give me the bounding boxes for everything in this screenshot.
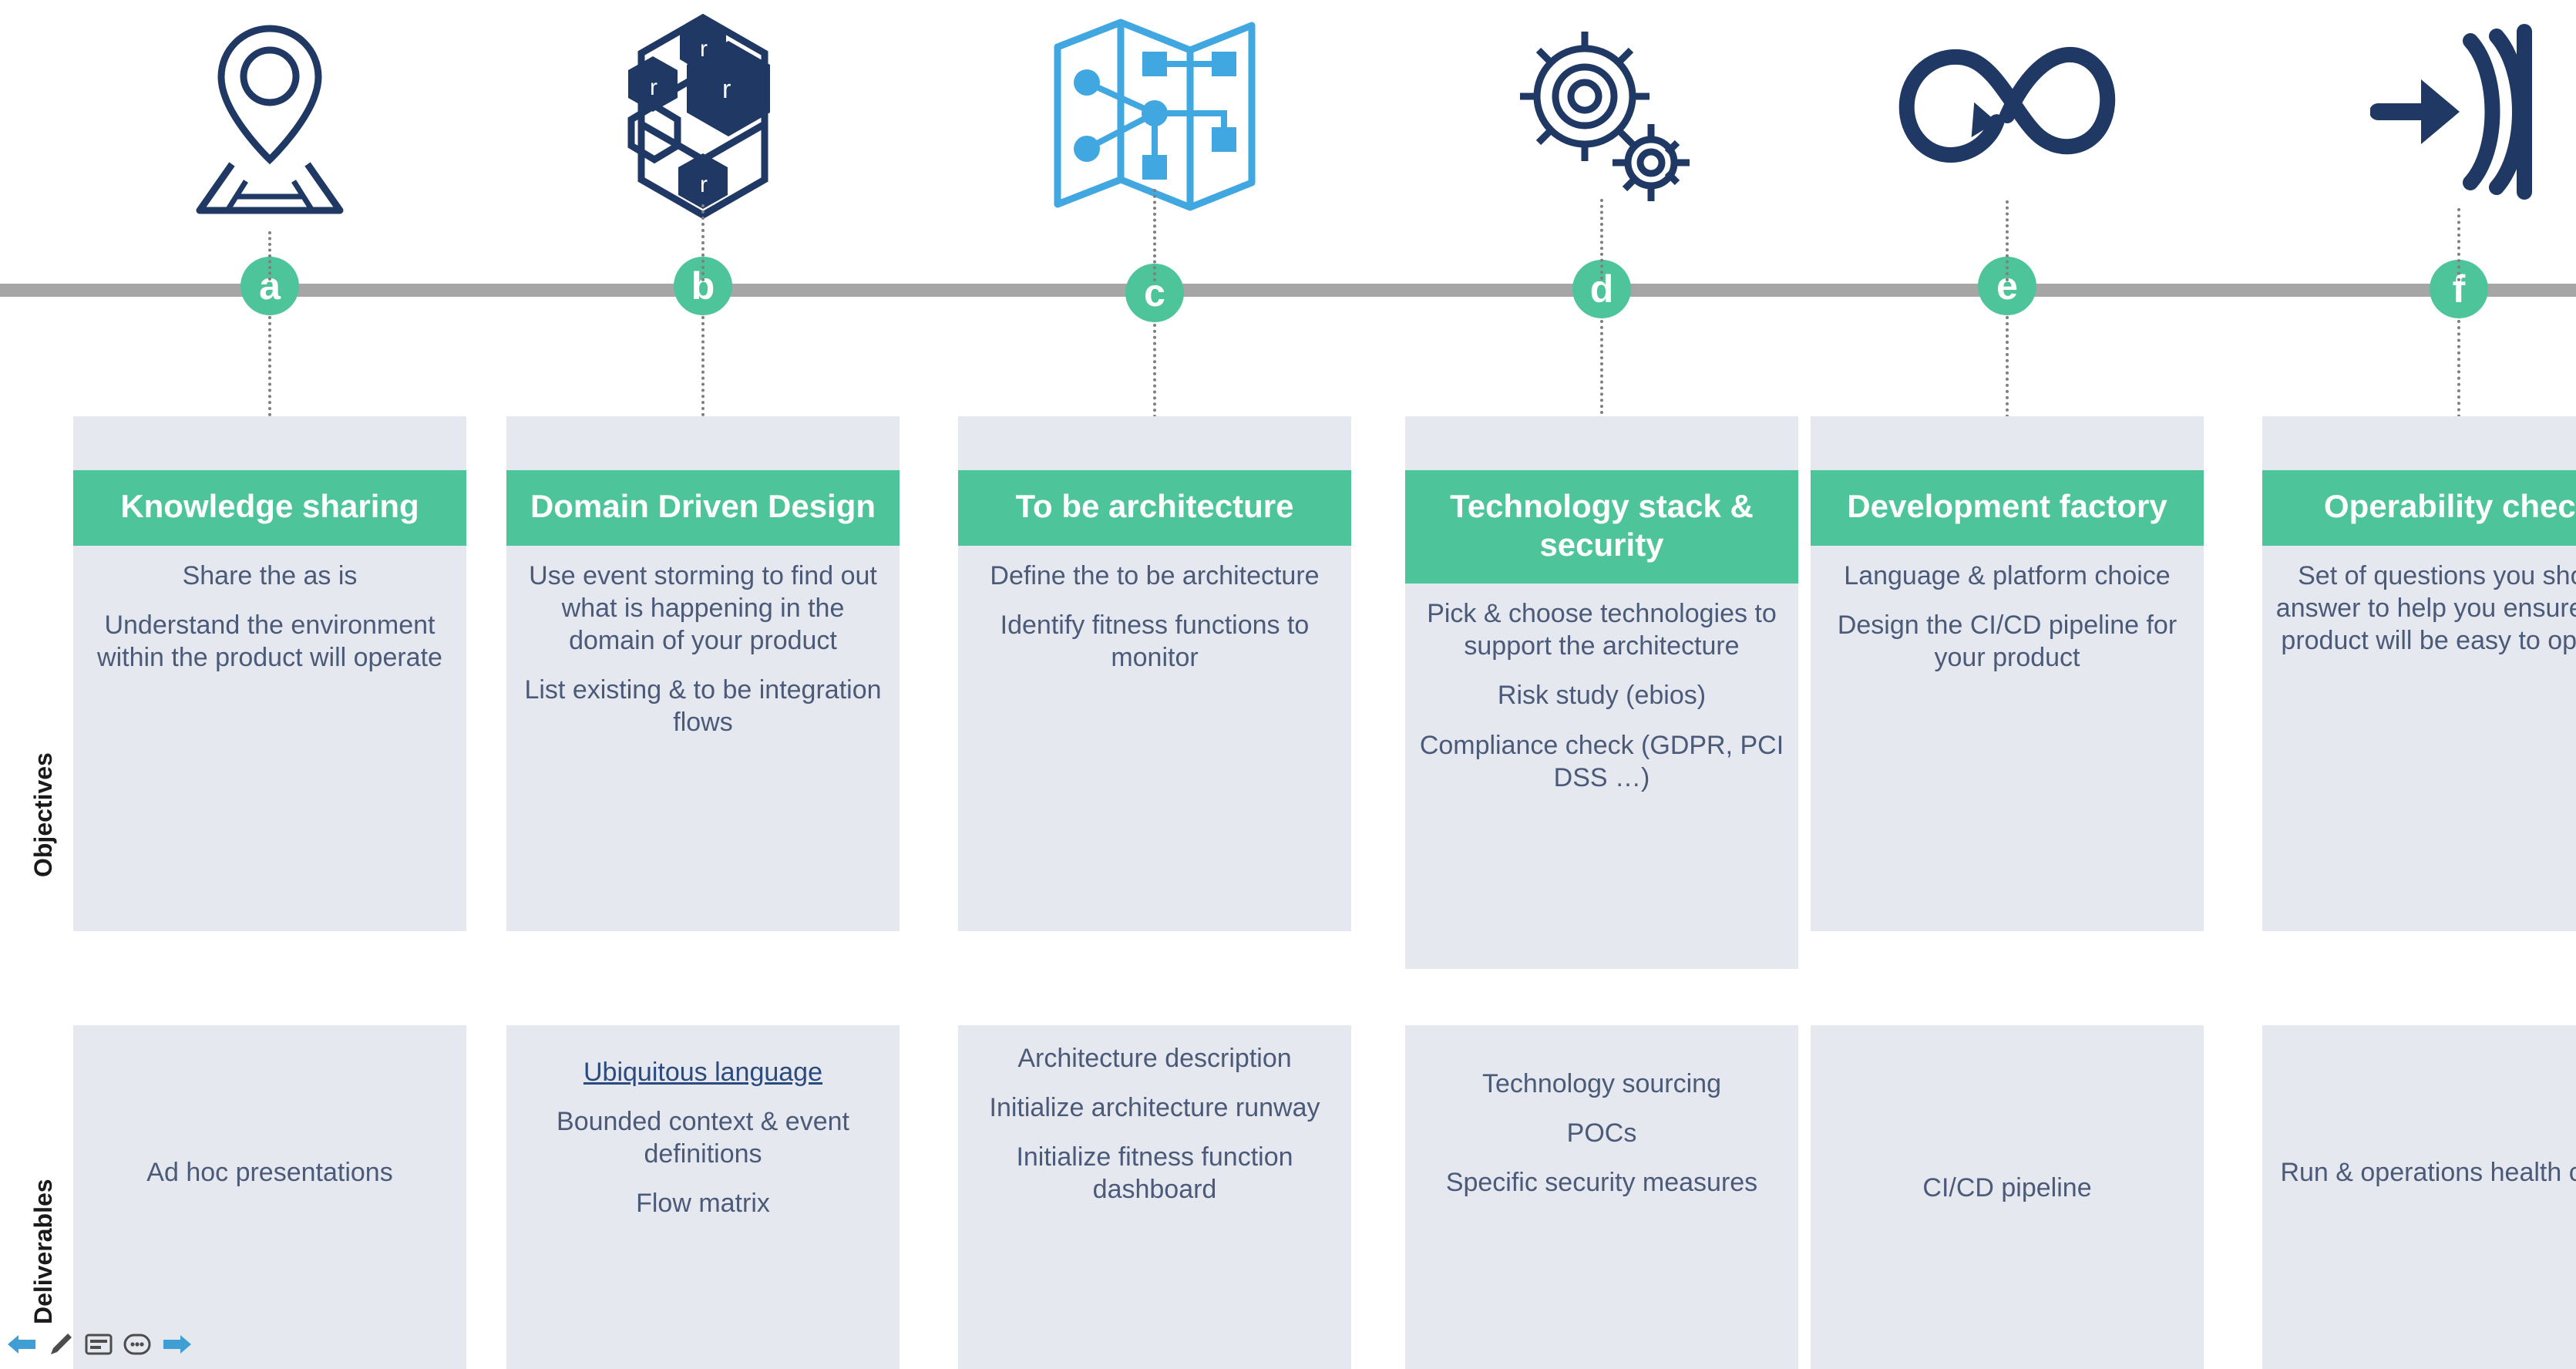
column-a-head-spacer bbox=[73, 416, 466, 470]
objective-item: Identify fitness functions to monitor bbox=[1000, 610, 1310, 672]
connector-a-bottom bbox=[268, 316, 271, 416]
column-a-title: Knowledge sharing bbox=[73, 470, 466, 546]
column-d: Technology stack & security Pick & choos… bbox=[1405, 416, 1798, 970]
column-f-title: Operability check bbox=[2262, 470, 2576, 546]
deliverable-item: Ad hoc presentations bbox=[146, 1158, 393, 1187]
column-d-deliverables: Technology sourcing POCs Specific securi… bbox=[1405, 1025, 1798, 1369]
objective-item: Risk study (ebios) bbox=[1497, 681, 1707, 711]
column-f-head-spacer bbox=[2262, 416, 2576, 470]
column-c-objectives: Define the to be architecture Identify f… bbox=[958, 545, 1351, 931]
column-c-title: To be architecture bbox=[958, 470, 1351, 546]
previous-arrow-icon[interactable] bbox=[6, 1331, 37, 1361]
column-f-deliverables-panel: Run & operations health check bbox=[2262, 1025, 2576, 1369]
column-b-deliverables: Ubiquitous language Bounded context & ev… bbox=[506, 1025, 900, 1369]
objective-item: Pick & choose technologies to support th… bbox=[1427, 599, 1777, 661]
column-d-title: Technology stack & security bbox=[1405, 470, 1798, 584]
infinity-devops-loop-icon bbox=[1892, 8, 2123, 224]
objective-item: Define the to be architecture bbox=[990, 560, 1320, 590]
svg-text:r: r bbox=[700, 36, 708, 62]
next-arrow-icon[interactable] bbox=[162, 1331, 193, 1361]
column-c-deliverables-panel: Architecture description Initialize arch… bbox=[958, 1025, 1351, 1369]
hexagon-network-nodes-icon: r r r r bbox=[587, 8, 819, 224]
column-a-objectives: Share the as is Understand the environme… bbox=[73, 545, 466, 931]
connector-b-bottom bbox=[701, 316, 705, 416]
icon-row: r r r r bbox=[0, 0, 2576, 231]
column-c-deliverables: Architecture description Initialize arch… bbox=[958, 1025, 1351, 1369]
arrow-signal-waves-icon bbox=[2343, 8, 2574, 224]
gears-settings-icon bbox=[1486, 8, 1717, 224]
objective-item: List existing & to be integration flows bbox=[524, 675, 882, 738]
deliverable-item: Bounded context & event definitions bbox=[557, 1107, 849, 1169]
column-f: Operability check Set of questions you s… bbox=[2262, 416, 2576, 931]
connector-a-top bbox=[268, 231, 271, 281]
objective-item: Set of questions you should answer to he… bbox=[2275, 560, 2576, 655]
column-d-deliverables-panel: Technology sourcing POCs Specific securi… bbox=[1405, 1025, 1798, 1369]
deliverable-item: Initialize architecture runway bbox=[989, 1093, 1320, 1123]
column-b: Domain Driven Design Use event storming … bbox=[506, 416, 900, 931]
slide-view-icon[interactable] bbox=[85, 1333, 113, 1360]
row-label-objectives: Objectives bbox=[29, 752, 57, 877]
column-e-deliverables: CI/CD pipeline bbox=[1811, 1025, 2204, 1369]
column-b-deliverables-panel: Ubiquitous language Bounded context & ev… bbox=[506, 1025, 900, 1369]
svg-text:r: r bbox=[722, 75, 731, 104]
deliverable-item: Flow matrix bbox=[636, 1189, 770, 1219]
svg-text:r: r bbox=[700, 172, 708, 197]
column-e-title: Development factory bbox=[1811, 470, 2204, 546]
objective-item: Understand the environment within the pr… bbox=[97, 610, 442, 672]
column-b-head-spacer bbox=[506, 416, 900, 470]
column-e-head-spacer bbox=[1811, 416, 2204, 470]
connector-d-bottom bbox=[1600, 320, 1603, 420]
timeline-bar bbox=[0, 284, 2576, 297]
connector-f-top bbox=[2457, 208, 2460, 281]
connector-b-top bbox=[701, 204, 705, 281]
deliverable-item: Run & operations health check bbox=[2280, 1158, 2576, 1187]
connector-e-top bbox=[2006, 200, 2009, 281]
svg-text:r: r bbox=[650, 75, 657, 100]
pen-annotate-icon[interactable] bbox=[48, 1331, 74, 1361]
deliverable-item: POCs bbox=[1566, 1118, 1637, 1149]
folded-map-nodes-icon bbox=[1039, 8, 1270, 224]
deliverable-item: Initialize fitness function dashboard bbox=[1016, 1142, 1293, 1205]
column-e-objectives: Language & platform choice Design the CI… bbox=[1811, 545, 2204, 931]
connector-c-bottom bbox=[1153, 324, 1156, 424]
connector-c-top bbox=[1153, 189, 1156, 281]
objective-item: Use event storming to find out what is h… bbox=[529, 560, 877, 655]
column-f-deliverables: Run & operations health check bbox=[2262, 1025, 2576, 1369]
column-c: To be architecture Define the to be arch… bbox=[958, 416, 1351, 931]
column-b-objectives: Use event storming to find out what is h… bbox=[506, 545, 900, 931]
column-a: Knowledge sharing Share the as is Unders… bbox=[73, 416, 466, 931]
objective-item: Design the CI/CD pipeline for your produ… bbox=[1837, 610, 2177, 672]
timeline-node-c[interactable]: c bbox=[1125, 264, 1184, 322]
deliverable-item: CI/CD pipeline bbox=[1922, 1173, 2092, 1202]
deliverable-item: Architecture description bbox=[1017, 1044, 1292, 1073]
connector-d-top bbox=[1600, 199, 1603, 280]
column-d-objectives: Pick & choose technologies to support th… bbox=[1405, 584, 1798, 970]
column-f-objectives: Set of questions you should answer to he… bbox=[2262, 545, 2576, 931]
column-d-head-spacer bbox=[1405, 416, 1798, 470]
column-b-title: Domain Driven Design bbox=[506, 470, 900, 546]
deliverable-item: Specific security measures bbox=[1445, 1168, 1758, 1198]
row-label-deliverables: Deliverables bbox=[29, 1179, 57, 1324]
connector-f-bottom bbox=[2457, 320, 2460, 424]
objective-item: Language & platform choice bbox=[1844, 560, 2171, 590]
column-e-deliverables-panel: CI/CD pipeline bbox=[1811, 1025, 2204, 1369]
ubiquitous-language-link[interactable]: Ubiquitous language bbox=[583, 1058, 823, 1087]
presentation-toolbar[interactable] bbox=[6, 1329, 193, 1363]
location-pin-map-icon bbox=[154, 8, 385, 224]
deliverable-item: Technology sourcing bbox=[1482, 1069, 1721, 1098]
column-a-deliverables-panel: Ad hoc presentations bbox=[73, 1025, 466, 1369]
connector-e-bottom bbox=[2006, 316, 2009, 424]
objective-item: Share the as is bbox=[182, 560, 358, 590]
column-e: Development factory Language & platform … bbox=[1811, 416, 2204, 931]
more-options-icon[interactable] bbox=[123, 1333, 151, 1360]
objective-item: Compliance check (GDPR, PCI DSS …) bbox=[1419, 730, 1784, 792]
column-a-deliverables: Ad hoc presentations bbox=[73, 1025, 466, 1369]
deliverable-link[interactable]: Ubiquitous language bbox=[519, 1056, 887, 1088]
column-c-head-spacer bbox=[958, 416, 1351, 470]
